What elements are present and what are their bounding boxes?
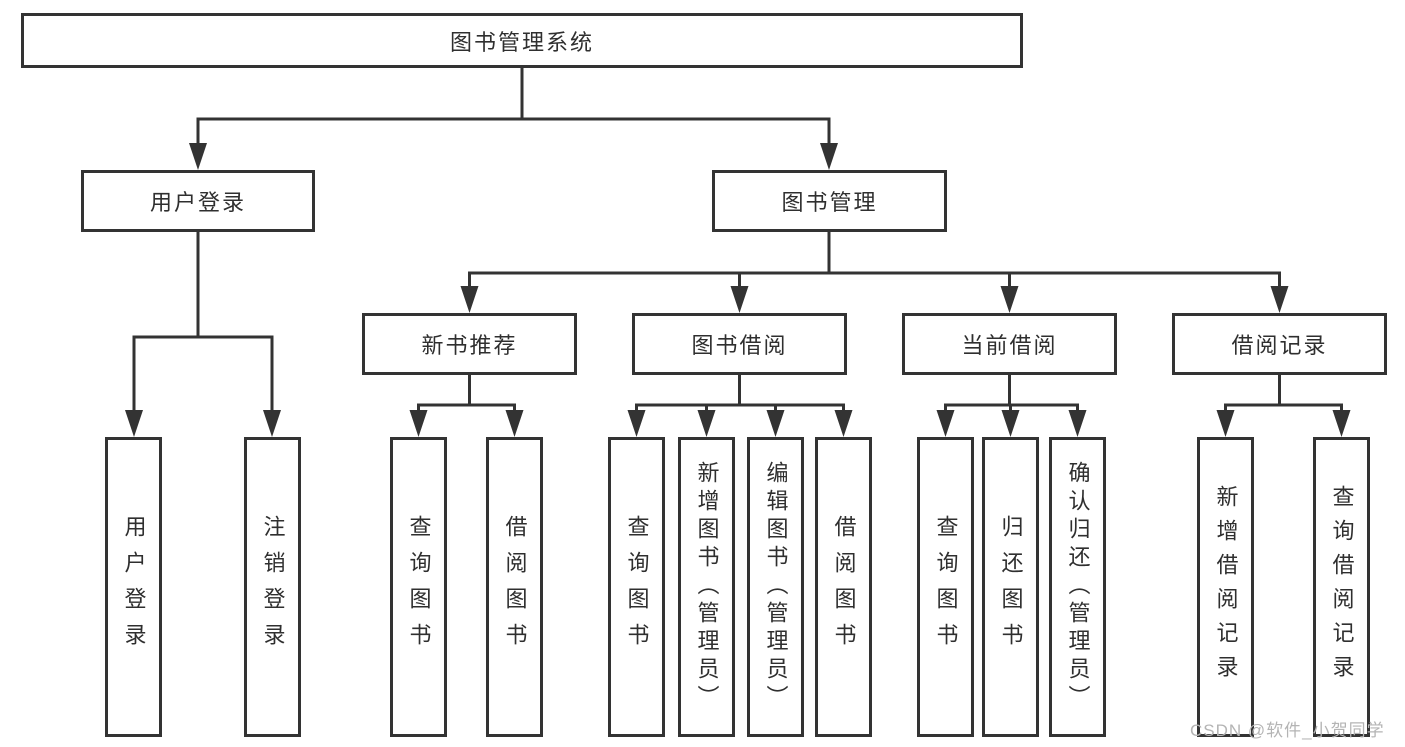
node-user-login: 用户登录: [81, 170, 315, 232]
node-user-login-label: 用户登录: [149, 190, 246, 215]
leaf-return-book: 归还图书: [982, 437, 1039, 737]
node-library-management-system: 图书管理系统: [21, 13, 1023, 68]
leaf-borrow-books-recommend-label: 借阅图书: [502, 515, 528, 659]
leaf-add-book-admin-label: 新增图书（管理员）: [694, 461, 720, 713]
node-borrowing-records-label: 借阅记录: [1231, 333, 1328, 358]
node-book-borrowing: 图书借阅: [632, 313, 847, 375]
leaf-logout: 注销登录: [244, 437, 301, 737]
node-new-book-recommendation-label: 新书推荐: [421, 333, 518, 358]
leaf-query-books-borrow-label: 查询图书: [624, 515, 650, 659]
leaf-query-books-recommend-label: 查询图书: [406, 515, 432, 659]
leaf-add-borrow-record-label: 新增借阅记录: [1213, 485, 1239, 689]
leaf-query-borrow-record-label: 查询借阅记录: [1329, 485, 1355, 689]
watermark-text: CSDN @软件_小贺同学: [1190, 721, 1385, 740]
leaf-logout-label: 注销登录: [260, 515, 286, 659]
leaf-user-login: 用户登录: [105, 437, 162, 737]
leaf-add-borrow-record: 新增借阅记录: [1197, 437, 1254, 737]
leaf-borrow-books-borrow: 借阅图书: [815, 437, 872, 737]
node-current-borrowing-label: 当前借阅: [961, 333, 1058, 358]
leaf-edit-book-admin: 编辑图书（管理员）: [747, 437, 804, 737]
leaf-query-borrow-record: 查询借阅记录: [1313, 437, 1370, 737]
node-current-borrowing: 当前借阅: [902, 313, 1117, 375]
leaf-return-book-label: 归还图书: [998, 515, 1024, 659]
node-new-book-recommendation: 新书推荐: [362, 313, 577, 375]
leaf-add-book-admin: 新增图书（管理员）: [678, 437, 735, 737]
node-borrowing-records: 借阅记录: [1172, 313, 1387, 375]
leaf-edit-book-admin-label: 编辑图书（管理员）: [763, 461, 789, 713]
leaf-query-books-borrow: 查询图书: [608, 437, 665, 737]
node-book-borrowing-label: 图书借阅: [691, 333, 788, 358]
leaf-borrow-books-borrow-label: 借阅图书: [831, 515, 857, 659]
leaf-user-login-label: 用户登录: [121, 515, 147, 659]
node-book-management-label: 图书管理: [781, 190, 878, 215]
leaf-confirm-return-admin-label: 确认归还（管理员）: [1065, 461, 1091, 713]
node-book-management: 图书管理: [712, 170, 947, 232]
leaf-borrow-books-recommend: 借阅图书: [486, 437, 543, 737]
leaf-confirm-return-admin: 确认归还（管理员）: [1049, 437, 1106, 737]
leaf-query-books-current: 查询图书: [917, 437, 974, 737]
leaf-query-books-recommend: 查询图书: [390, 437, 447, 737]
leaf-query-books-current-label: 查询图书: [933, 515, 959, 659]
node-library-management-system-label: 图书管理系统: [449, 29, 594, 55]
